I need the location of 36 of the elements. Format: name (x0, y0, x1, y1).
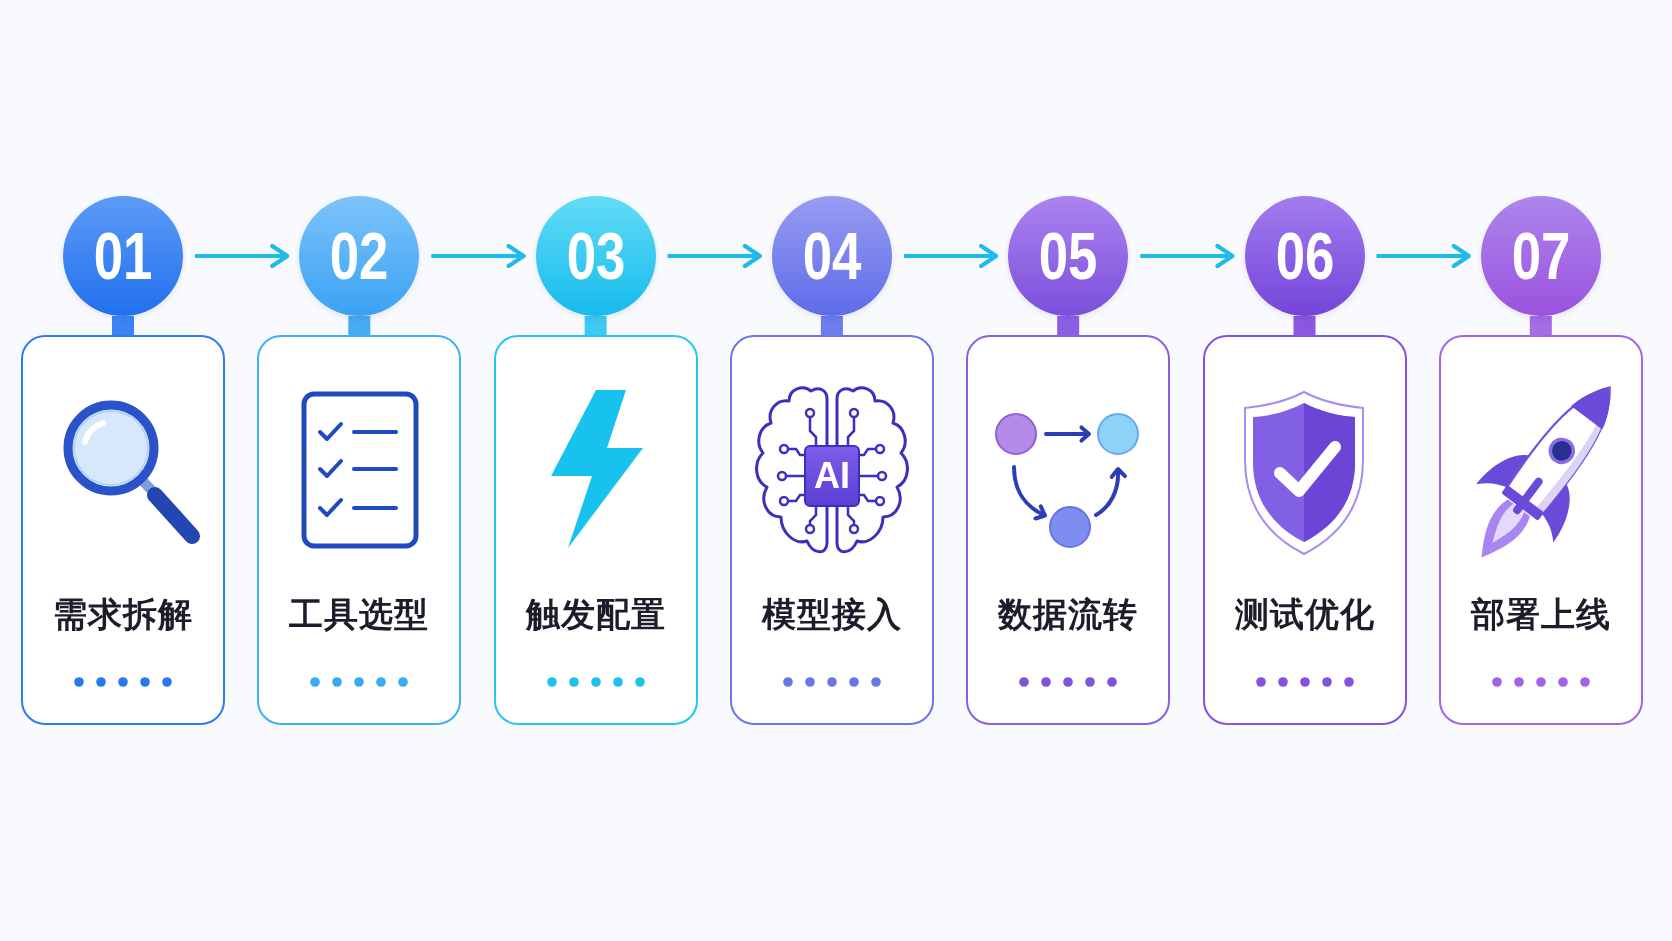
step-card (1202, 335, 1407, 725)
arrow (667, 243, 762, 269)
connector-stub (1529, 316, 1552, 335)
connector-stub (1057, 316, 1080, 335)
arrow (903, 243, 999, 269)
step-title: 测试优化 (1234, 596, 1375, 634)
connector-stub (348, 316, 371, 335)
connector-stub (1293, 316, 1316, 335)
step-number: 05 (1038, 223, 1098, 289)
step-card (257, 335, 462, 725)
processor-chip (803, 445, 860, 507)
arrow (431, 243, 526, 269)
step-title: 需求拆解 (53, 596, 193, 634)
step-card (1438, 335, 1643, 725)
step-number: 03 (566, 223, 625, 289)
step-title: 模型接入 (761, 596, 902, 634)
step-title: 部署上线 (1470, 596, 1611, 634)
step-number: 07 (1511, 223, 1571, 289)
arrow (195, 243, 290, 269)
step-card (21, 335, 225, 725)
step-card (729, 335, 934, 725)
step-title: 触发配置 (525, 596, 666, 634)
step-card (966, 335, 1171, 725)
step-number: 01 (93, 223, 153, 289)
step-card (493, 335, 698, 725)
connector-stub (584, 316, 607, 335)
step-title: 工具选型 (289, 596, 430, 634)
step-number: 02 (329, 223, 389, 289)
chip-label: AI (813, 458, 850, 494)
step-number: 04 (802, 223, 862, 289)
step-title: 数据流转 (998, 596, 1139, 634)
step-number: 06 (1275, 223, 1334, 289)
connector-stub (820, 316, 843, 335)
connector-stub (112, 316, 134, 335)
arrow (1376, 243, 1471, 269)
arrow (1140, 243, 1235, 269)
